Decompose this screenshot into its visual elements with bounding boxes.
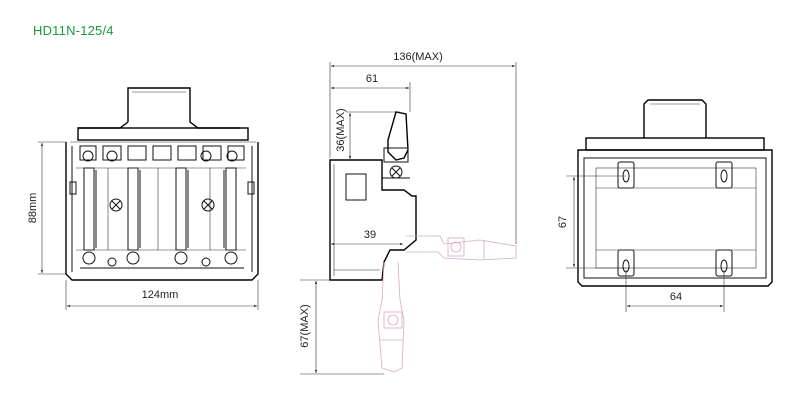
front-view: 88mm 124mm (27, 87, 259, 310)
handle-height-dimension: 36(MAX) (335, 108, 347, 151)
side-view: 136(MAX) 61 36(MAX) 39 67(MAX) (299, 51, 517, 375)
product-model-title: HD11N-125/4 (33, 23, 114, 38)
side-mid-dimension: 39 (364, 229, 376, 241)
side-overall-dimension: 136(MAX) (393, 51, 443, 63)
handle-drop-dimension: 67(MAX) (299, 304, 311, 347)
front-height-dimension: 88mm (27, 193, 39, 224)
mounting-view: 67 64 (557, 99, 773, 312)
mount-horizontal-dimension: 64 (670, 291, 682, 303)
side-depth-dimension: 61 (366, 73, 378, 85)
mount-vertical-dimension: 67 (557, 216, 569, 228)
front-width-dimension: 124mm (142, 289, 179, 301)
